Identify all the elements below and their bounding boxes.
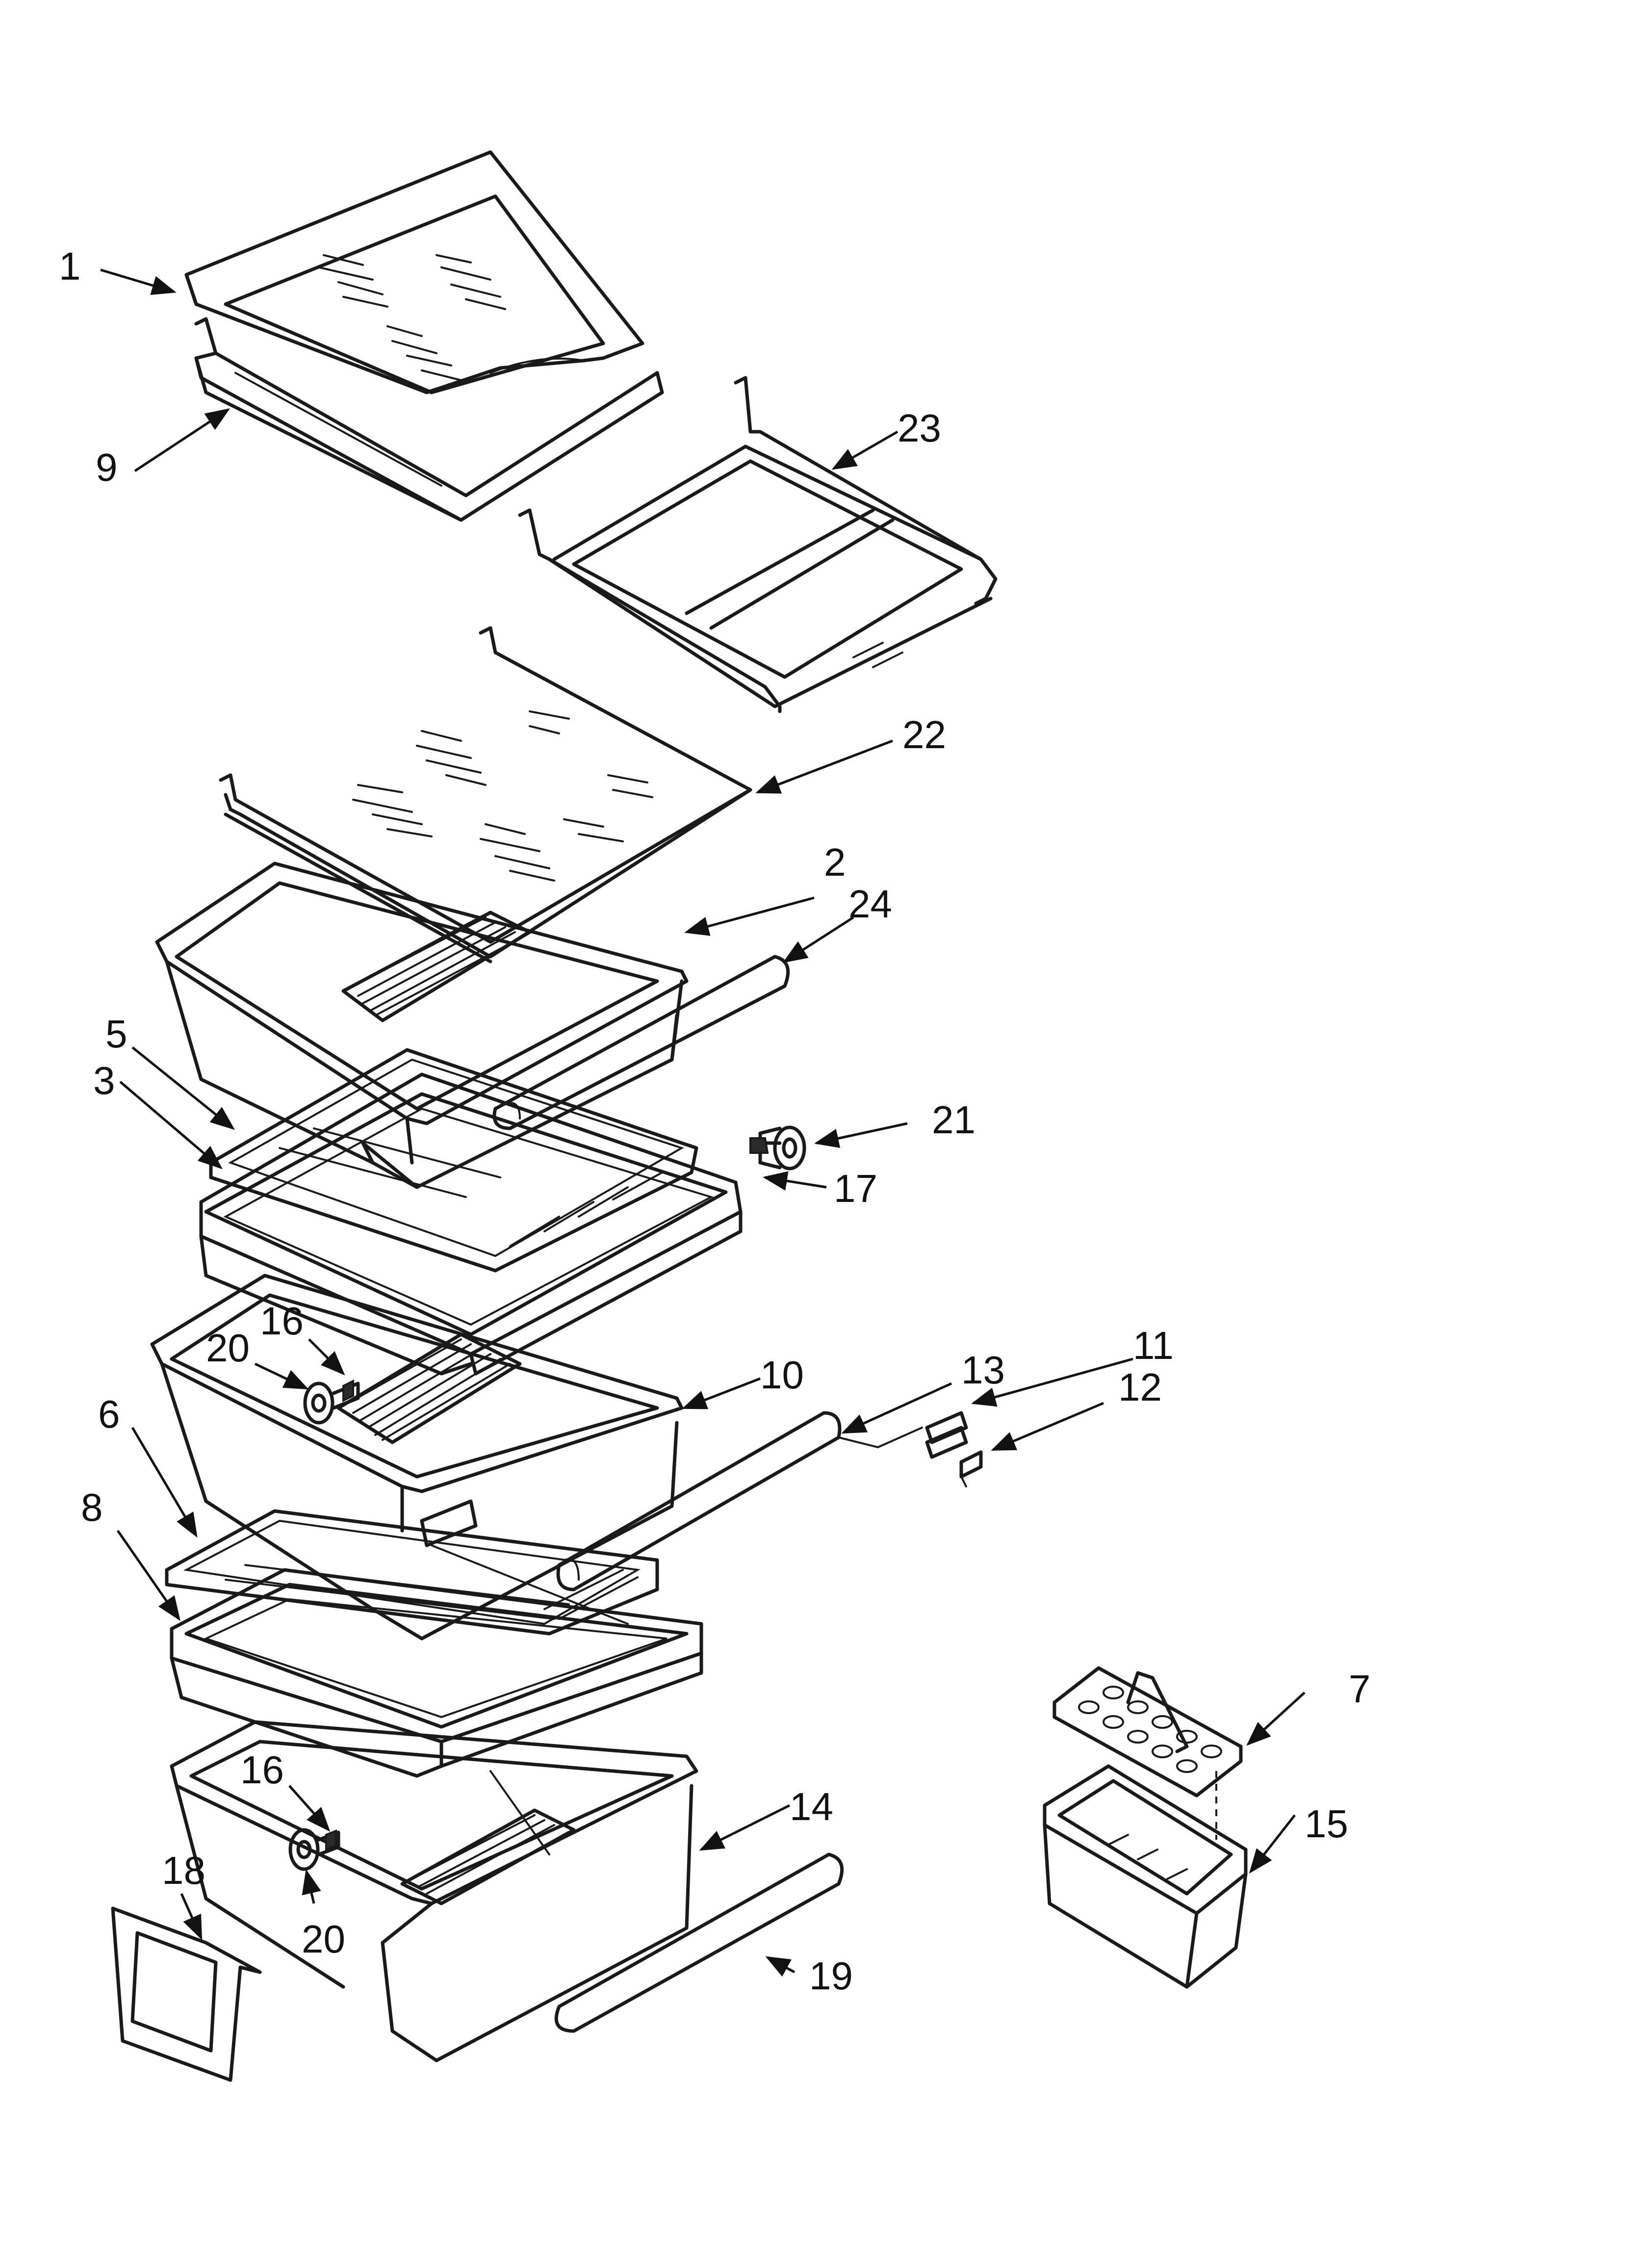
callout-22: 22 [902,713,946,756]
callout-14: 14 [790,1785,833,1828]
callout-20-upper: 20 [206,1326,250,1370]
callout-13: 13 [961,1348,1005,1392]
screw-17 [749,1137,782,1154]
callout-17: 17 [834,1167,877,1210]
callout-9: 9 [96,445,118,489]
egg-bin-15 [1043,1764,1248,1989]
crisper-cover-frame-3 [199,1072,743,1376]
screw-16-upper [332,1379,360,1410]
callout-3: 3 [93,1059,115,1102]
callout-6: 6 [98,1392,120,1436]
callout-7: 7 [1349,1667,1371,1711]
callout-24: 24 [848,882,892,926]
callout-16-upper: 16 [260,1299,304,1343]
callout-1: 1 [59,244,81,288]
callout-12: 12 [1118,1365,1162,1409]
callout-8: 8 [81,1486,103,1529]
drawer-trim-13 [556,1411,923,1591]
label-holder-18 [111,1906,262,2082]
callout-2: 2 [824,840,846,884]
callout-21: 21 [932,1098,975,1142]
crisper-cover-glass-6 [165,1509,659,1636]
shelf-frame-23 [518,376,998,713]
crisper-drawer-14 [170,1720,698,2062]
drawer-trim-19 [554,1852,844,2033]
label-11 [925,1411,968,1459]
glass-shelf-22 [219,626,752,964]
crisper-cover-glass-5 [209,1048,698,1273]
callout-10: 10 [760,1353,804,1397]
roller-20-lower [288,1828,320,1871]
callout-23: 23 [898,406,941,450]
glass-shelf-1 [184,150,644,394]
callout-11: 11 [1133,1324,1174,1367]
callout-16-lower: 16 [240,1748,284,1792]
leader-lines [100,268,1306,1977]
callout-15: 15 [1305,1802,1348,1846]
shelf-frame-9 [194,317,664,522]
callout-19: 19 [809,1954,853,1998]
egg-tray-7 [1052,1666,1243,1798]
clip-12 [959,1450,983,1487]
callout-labels: 1 9 23 22 2 24 5 3 21 17 16 20 10 13 11 … [59,244,1371,1998]
callout-20-lower: 20 [302,1917,345,1961]
roller-20-upper [303,1382,334,1425]
callout-5: 5 [105,1012,128,1056]
screw-16-lower [317,1829,340,1856]
callout-18: 18 [162,1849,205,1892]
crisper-cover-frame-8 [170,1568,703,1778]
